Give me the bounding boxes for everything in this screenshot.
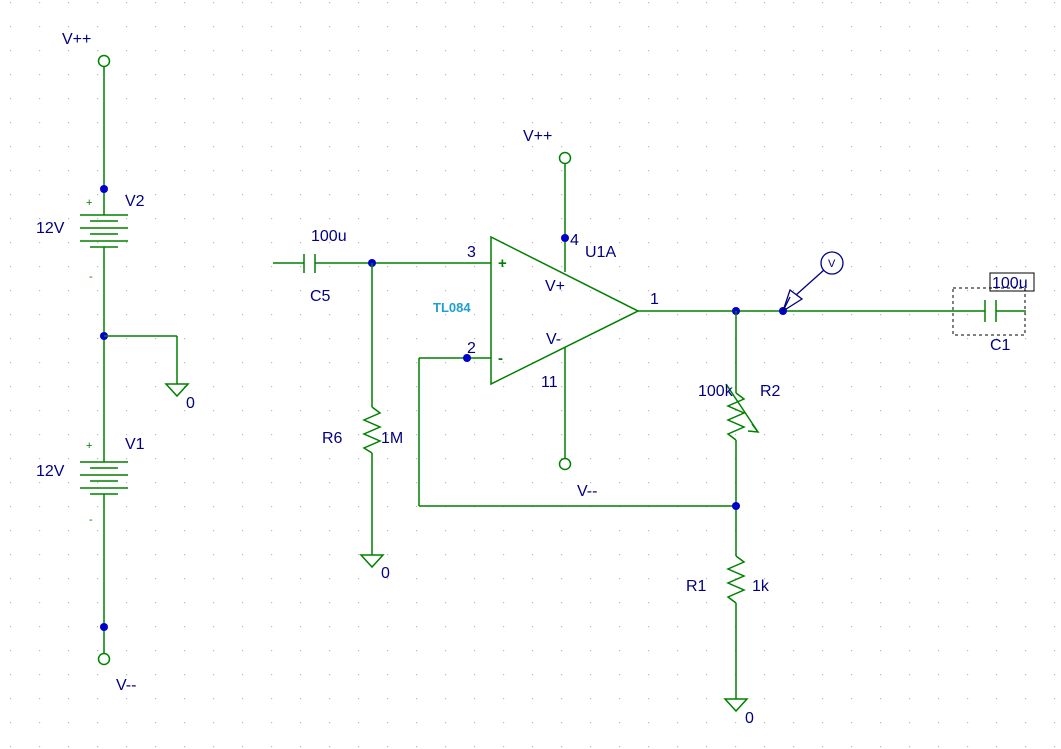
r2-wiper-arrow xyxy=(725,383,760,433)
v1-bottom-terminal[interactable] xyxy=(97,652,111,666)
r1-name-label: R1 xyxy=(686,578,707,595)
v2-name-label: V2 xyxy=(125,193,145,210)
u1-name-label: U1A xyxy=(585,244,616,261)
v2-value-label: 12V xyxy=(36,220,65,237)
pin2-label: 2 xyxy=(467,340,476,357)
supply-section: V++ + - V2 12V 0 + xyxy=(36,31,195,694)
opamp-model-label: TL084 xyxy=(433,300,471,315)
pin1-label: 1 xyxy=(650,291,659,308)
v2-top-terminal[interactable] xyxy=(97,54,111,68)
v2-plus-sign: + xyxy=(86,197,92,209)
junction-v1-minus xyxy=(100,623,108,631)
ground-symbol-r1 xyxy=(723,698,749,713)
pin3-label: 3 xyxy=(467,244,476,261)
r2-name-label: R2 xyxy=(760,383,781,400)
gnd-supply-label: 0 xyxy=(186,395,195,412)
v1-value-label: 12V xyxy=(36,463,65,480)
voltage-probe[interactable] xyxy=(781,251,844,313)
pin11-label: 11 xyxy=(541,374,558,391)
opamp-top-net-label: V++ xyxy=(523,128,552,145)
junction-pin4 xyxy=(561,234,569,242)
c1-value-box xyxy=(989,272,1035,292)
v1-bottom-net-label: V-- xyxy=(116,677,136,694)
r2-value-label: 100k xyxy=(698,383,734,400)
output-section: 1 V 100u C1 100k R2 R1 1k xyxy=(638,251,1035,727)
v2-top-net-label: V++ xyxy=(62,31,91,48)
c1-name-label: C1 xyxy=(990,337,1011,354)
opamp-minus-input: - xyxy=(498,350,503,367)
input-section: 100u C5 3 R6 1M 0 xyxy=(273,228,491,582)
ground-symbol-supply xyxy=(164,383,190,398)
opamp-vpp-terminal[interactable] xyxy=(558,151,572,165)
v2-minus-sign: - xyxy=(89,271,93,283)
pin4-label: 4 xyxy=(570,232,579,249)
opamp-vmm-terminal[interactable] xyxy=(558,457,572,471)
v1-minus-sign: - xyxy=(89,514,93,526)
ground-symbol-r6 xyxy=(359,554,385,569)
v1-plus-sign: + xyxy=(86,440,92,452)
r6-resistor[interactable] xyxy=(362,406,382,454)
opamp-plus-input: + xyxy=(498,255,507,272)
junction-feedback xyxy=(732,502,740,510)
probe-v-label: V xyxy=(828,258,836,270)
gnd-r6-label: 0 xyxy=(381,565,390,582)
opamp-section: V++ 4 U1A + - V+ V- TL084 11 V-- 2 xyxy=(418,128,736,507)
c1-value-label: 100u xyxy=(992,275,1028,292)
c5-name-label: C5 xyxy=(310,288,331,305)
v1-name-label: V1 xyxy=(125,436,145,453)
opamp-vplus-pin-label: V+ xyxy=(545,278,565,295)
opamp-vminus-pin-label: V- xyxy=(546,331,561,348)
r2-resistor[interactable] xyxy=(726,392,746,441)
junction-pin2 xyxy=(463,354,471,362)
opamp-bottom-net-label: V-- xyxy=(577,483,597,500)
c1-selection-box[interactable] xyxy=(952,287,1026,336)
r1-resistor[interactable] xyxy=(726,555,746,604)
r1-value-label: 1k xyxy=(752,578,770,595)
junction-v2-plus xyxy=(100,185,108,193)
gnd-r1-label: 0 xyxy=(745,710,754,727)
r6-value-label: 1M xyxy=(381,430,403,447)
c5-value-label: 100u xyxy=(311,228,347,245)
r6-name-label: R6 xyxy=(322,430,343,447)
